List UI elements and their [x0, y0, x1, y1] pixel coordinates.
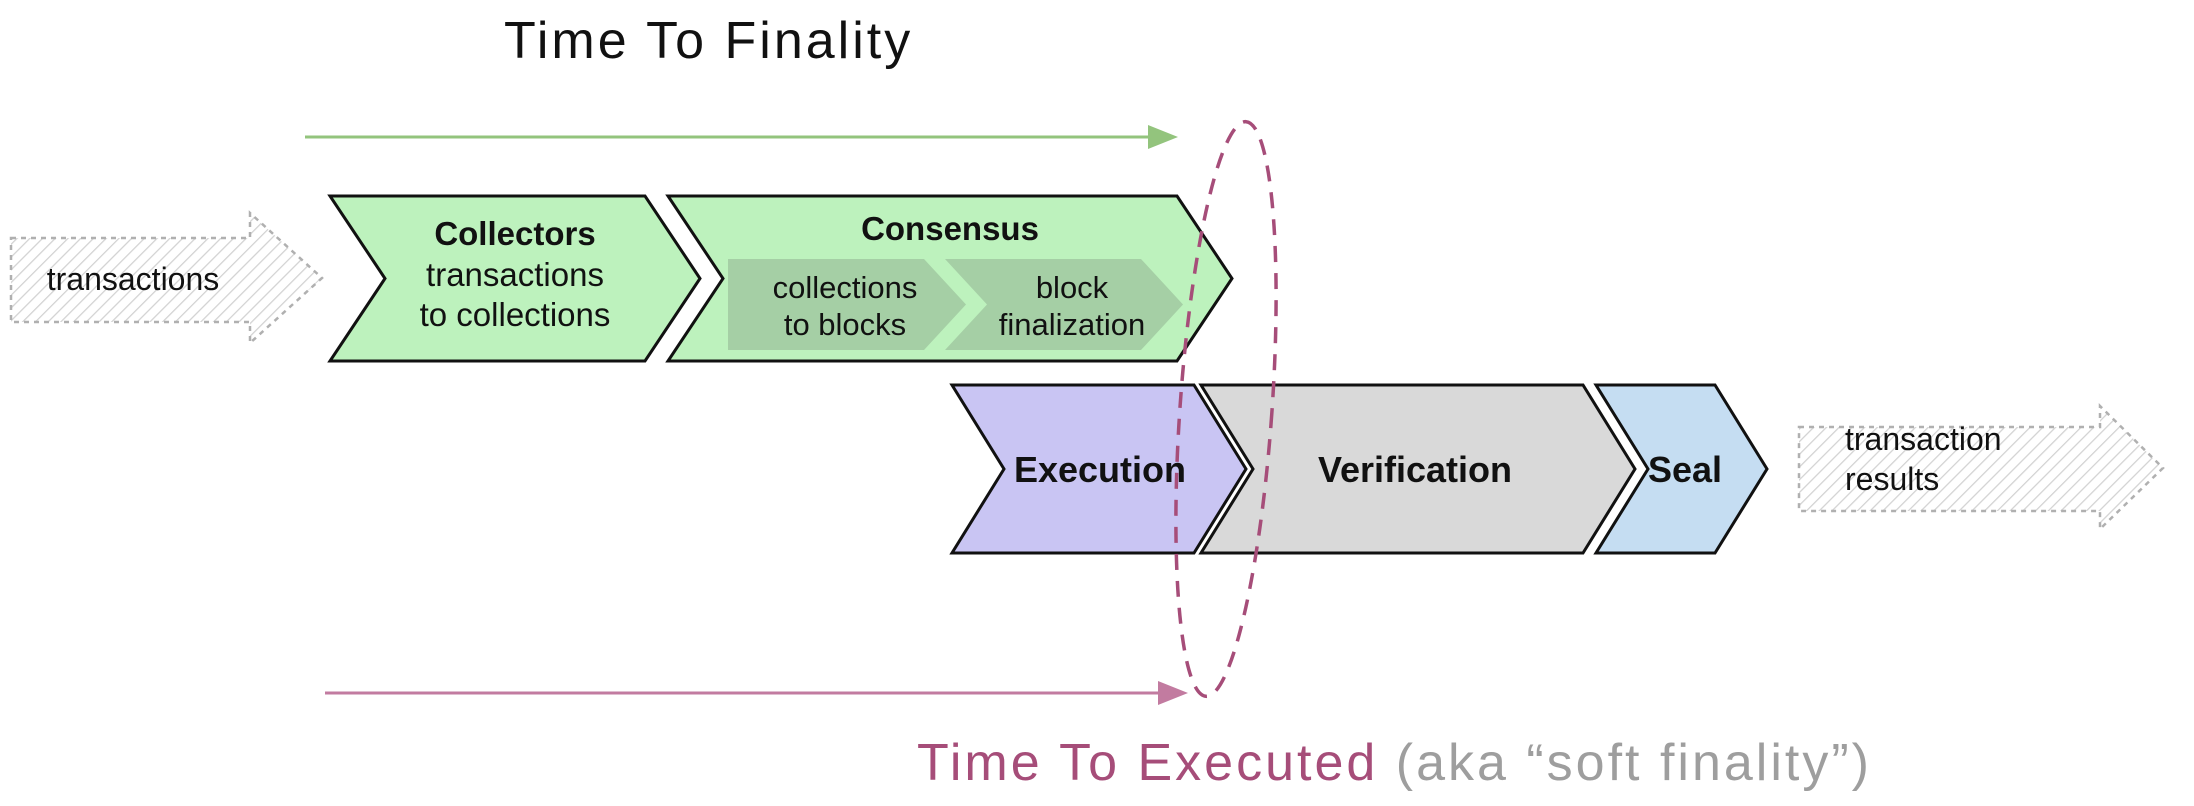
collectors-chevron-shape [327, 194, 702, 363]
execution-chevron-shape [949, 383, 1248, 555]
time-to-executed-arrow [325, 681, 1188, 705]
collections-to-blocks-line2: to blocks [784, 307, 906, 342]
transaction-results-line2: results [1845, 461, 1939, 497]
time-to-finality-arrowhead-icon [1148, 125, 1178, 149]
transaction-results-line1: transaction [1845, 421, 2002, 457]
collectors-title: Collectors [434, 215, 595, 252]
verification-chevron-shape [1198, 383, 1637, 555]
execution-title: Execution [1014, 449, 1186, 490]
time-to-executed-title-suffix: (aka “soft finality”) [1378, 734, 1872, 792]
consensus-stage: Consensus collections to blocks block fi… [665, 194, 1234, 363]
consensus-title: Consensus [861, 210, 1039, 247]
time-to-finality-title: Time To Finality [504, 12, 913, 70]
transactions-label: transactions [47, 261, 220, 297]
collectors-desc-line1: transactions [426, 256, 604, 293]
seal-chevron-shape [1593, 383, 1769, 555]
seal-title: Seal [1648, 449, 1722, 490]
block-finalization-chevron-shape [945, 259, 1183, 350]
verification-title: Verification [1318, 449, 1512, 490]
soft-finality-ellipse [1174, 119, 1278, 699]
transaction-results-output-arrow: transaction results [1797, 403, 2165, 532]
transactions-input-arrow: transactions [9, 210, 324, 346]
time-to-finality-arrow [305, 125, 1178, 149]
transactions-arrow-shape [9, 210, 324, 346]
time-to-executed-arrowhead-icon [1158, 681, 1188, 705]
execution-stage: Execution [949, 383, 1248, 555]
block-finalization-line1: block [1036, 270, 1109, 305]
collections-to-blocks-line1: collections [773, 270, 918, 305]
seal-stage: Seal [1593, 383, 1769, 555]
transaction-results-arrow-shape [1797, 403, 2165, 532]
block-finalization-line2: finalization [999, 307, 1145, 342]
time-to-executed-title-main: Time To Executed [917, 734, 1378, 792]
collectors-stage: Collectors transactions to collections [327, 194, 702, 363]
verification-stage: Verification [1198, 383, 1637, 555]
collections-to-blocks-chevron-shape [728, 259, 966, 350]
time-to-executed-title: Time To Executed (aka “soft finality”) [917, 734, 1872, 792]
collectors-desc-line2: to collections [420, 296, 611, 333]
